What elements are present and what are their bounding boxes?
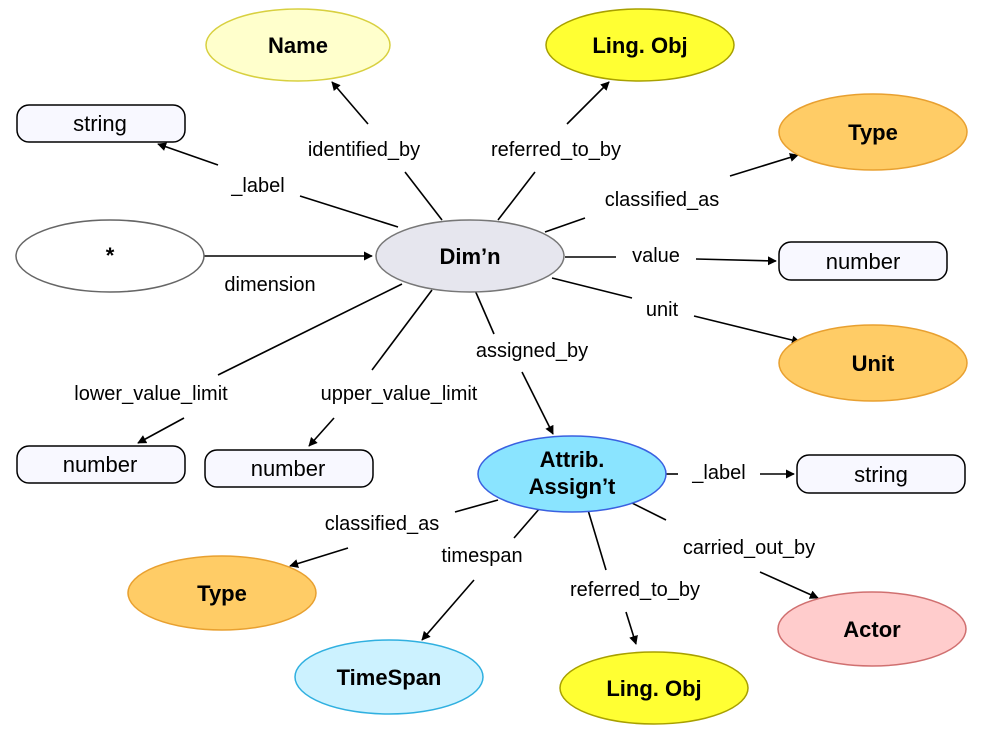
edge-referred-to-by-bottom-line-b	[625, 611, 638, 645]
edge-carried-out-by-line-b	[759, 571, 819, 599]
node-timespan-label: TimeSpan	[337, 665, 442, 690]
node-any[interactable]: *	[15, 219, 205, 293]
node-name[interactable]: Name	[205, 8, 391, 82]
edge-unit-line-b	[693, 315, 801, 345]
edge-identified-by-text: identified_by	[308, 139, 420, 161]
edge-referred-to-by-top-text: referred_to_by	[491, 139, 621, 161]
node-attrib-assign-label-line2: Assign’t	[529, 474, 616, 499]
edge-identified-by-line-b	[331, 81, 369, 125]
edge-carried-out-by-text: carried_out_by	[683, 537, 815, 559]
edge-assigned-by-line-a	[473, 287, 495, 335]
edge-upper-value-limit-line-b	[308, 417, 335, 447]
edge-assigned-by-line-b	[521, 371, 554, 435]
node-unit[interactable]: Unit	[778, 324, 968, 402]
edge-classified-as-bottom-text: classified_as	[325, 513, 440, 535]
edge-referred-to-by-top-line-a	[497, 171, 536, 221]
node-string-top[interactable]: string	[16, 104, 186, 143]
node-ling-obj-top[interactable]: Ling. Obj	[545, 8, 735, 82]
edge-timespan-text: timespan	[441, 545, 522, 567]
edge-dimension-text: dimension	[224, 274, 315, 296]
edge-classified-as-top-line-b	[729, 153, 799, 177]
edge-referred-to-by-top-line-b	[566, 81, 610, 125]
edge-value-line-b	[695, 256, 777, 266]
edge-upper-value-limit-line-a	[371, 289, 433, 371]
node-number-lower[interactable]: number	[16, 445, 186, 484]
node-dimension[interactable]: Dim’n	[375, 219, 565, 293]
edge-classified-as-top-line-a	[544, 217, 586, 233]
edge-value-text: value	[632, 245, 680, 267]
node-number-value-label: number	[826, 249, 901, 274]
edge-lower-value-limit-text: lower_value_limit	[74, 383, 228, 405]
node-name-label: Name	[268, 33, 328, 58]
node-attrib-assign-label-line1: Attrib.	[540, 447, 605, 472]
edge-lower-value-limit-line-b	[137, 417, 185, 444]
node-number-lower-label: number	[63, 452, 138, 477]
node-ling-obj-bottom-label: Ling. Obj	[606, 676, 701, 701]
node-actor[interactable]: Actor	[777, 591, 967, 667]
node-dimension-label: Dim’n	[439, 244, 500, 269]
edge-label-bottom-text: _label	[691, 462, 745, 484]
edge-classified-as-bottom-line-b	[289, 547, 349, 568]
edge-assigned-by-text: assigned_by	[476, 340, 588, 362]
node-string-bottom-label: string	[854, 462, 908, 487]
edge-upper-value-limit-text: upper_value_limit	[321, 383, 478, 405]
edges	[137, 81, 819, 645]
edge-timespan-line-b	[421, 579, 475, 641]
node-unit-label: Unit	[852, 351, 895, 376]
edge-unit-text: unit	[646, 299, 679, 321]
node-type-top[interactable]: Type	[778, 93, 968, 171]
edge-referred-to-by-bottom-line-a	[587, 509, 607, 571]
node-actor-label: Actor	[843, 617, 901, 642]
node-timespan[interactable]: TimeSpan	[294, 639, 484, 715]
node-attrib-assign[interactable]: Attrib. Assign’t	[477, 435, 667, 513]
node-number-upper-label: number	[251, 456, 326, 481]
node-type-bottom-label: Type	[197, 581, 247, 606]
node-number-upper[interactable]: number	[204, 449, 374, 488]
edge-label-top-text: _label	[230, 175, 284, 197]
node-type-top-label: Type	[848, 120, 898, 145]
node-ling-obj-bottom[interactable]: Ling. Obj	[559, 651, 749, 725]
edge-classified-as-bottom-line-a	[454, 499, 499, 513]
nodes: Name Ling. Obj Type string * Dim’n	[15, 8, 968, 725]
node-string-top-label: string	[73, 111, 127, 136]
edge-timespan-line-a	[513, 507, 541, 539]
edge-label-top-line-b	[157, 142, 219, 166]
edge-lower-value-limit-line-a	[217, 283, 403, 376]
edge-identified-by-line-a	[404, 171, 443, 221]
edge-label-top-line-a	[299, 195, 399, 228]
edge-labels: _label identified_by referred_to_by clas…	[74, 139, 815, 601]
node-string-bottom[interactable]: string	[796, 454, 966, 494]
edge-classified-as-top-text: classified_as	[605, 189, 720, 211]
node-ling-obj-top-label: Ling. Obj	[592, 33, 687, 58]
node-any-label: *	[106, 243, 115, 268]
edge-unit-line-a	[551, 277, 633, 299]
edge-referred-to-by-bottom-text: referred_to_by	[570, 579, 700, 601]
node-number-value[interactable]: number	[778, 241, 948, 281]
node-type-bottom[interactable]: Type	[127, 555, 317, 631]
